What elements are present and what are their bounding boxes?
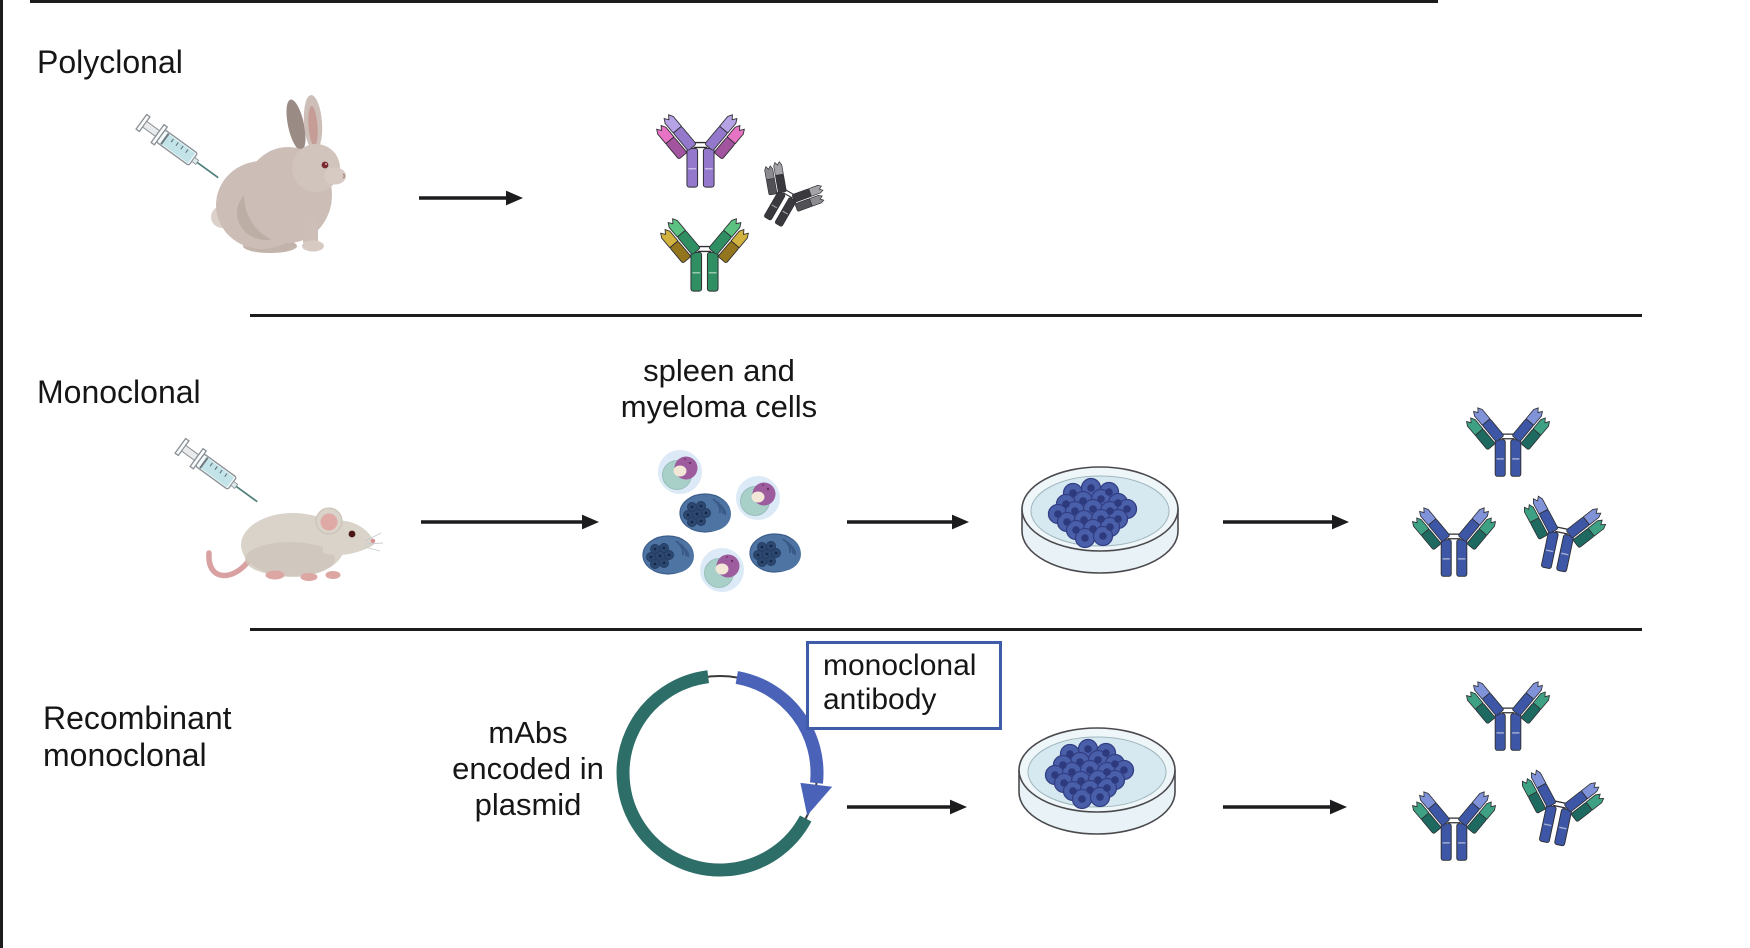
arrow-right-icon: [847, 799, 967, 815]
antibody-gray-icon: [739, 144, 839, 242]
polyclonal-row-label: Polyclonal: [37, 44, 183, 80]
antibody-blue-green-icon: [1462, 666, 1554, 754]
arrow-right-icon: [421, 514, 599, 530]
arrow-right-icon: [419, 190, 523, 206]
petri-dish-icon: [1015, 457, 1185, 582]
plasmid-icon: [616, 670, 833, 877]
callout-line-2: antibody: [823, 683, 937, 716]
spleen-myeloma-cells-icon: [642, 449, 802, 593]
plasmid-caption-line-1: mAbs: [488, 715, 568, 750]
antibody-blue-green-icon: [1508, 477, 1616, 582]
callout-line-1: monoclonal: [823, 649, 977, 682]
recombinant-row-label: Recombinant monoclonal: [43, 700, 232, 774]
antibody-purple-icon: [652, 98, 749, 191]
recombinant-row-label-line-1: Recombinant: [43, 700, 232, 736]
recombinant-row-label-line-2: monoclonal: [43, 737, 207, 773]
arrow-right-icon: [1223, 799, 1347, 815]
row-divider-2: [250, 628, 1642, 631]
plasmid-caption-line-2: encoded in: [452, 751, 604, 786]
plasmid-caption-line-3: plasmid: [474, 787, 582, 822]
row-divider-1: [250, 314, 1642, 317]
frame-border-left: [0, 0, 3, 948]
antibody-blue-green-icon: [1408, 776, 1500, 864]
arrow-right-icon: [1223, 514, 1349, 530]
frame-border-top: [30, 0, 1438, 3]
antibody-blue-green-icon: [1408, 492, 1500, 580]
arrow-right-icon: [847, 514, 969, 530]
antibody-blue-green-icon: [1506, 751, 1614, 856]
antibody-blue-green-icon: [1462, 392, 1554, 480]
monoclonal-row-label: Monoclonal: [37, 374, 201, 410]
rabbit-icon: [211, 95, 346, 253]
cells-caption: spleen and myeloma cells: [569, 353, 869, 425]
plasmid-caption: mAbs encoded in plasmid: [408, 715, 648, 823]
cells-caption-line-1: spleen and: [643, 353, 795, 388]
petri-dish-icon: [1012, 718, 1182, 843]
monoclonal-antibody-callout: monoclonal antibody: [806, 641, 1002, 730]
mouse-icon: [206, 507, 384, 581]
cells-caption-line-2: myeloma cells: [620, 389, 818, 424]
antibody-green-yellow-icon: [656, 202, 753, 295]
